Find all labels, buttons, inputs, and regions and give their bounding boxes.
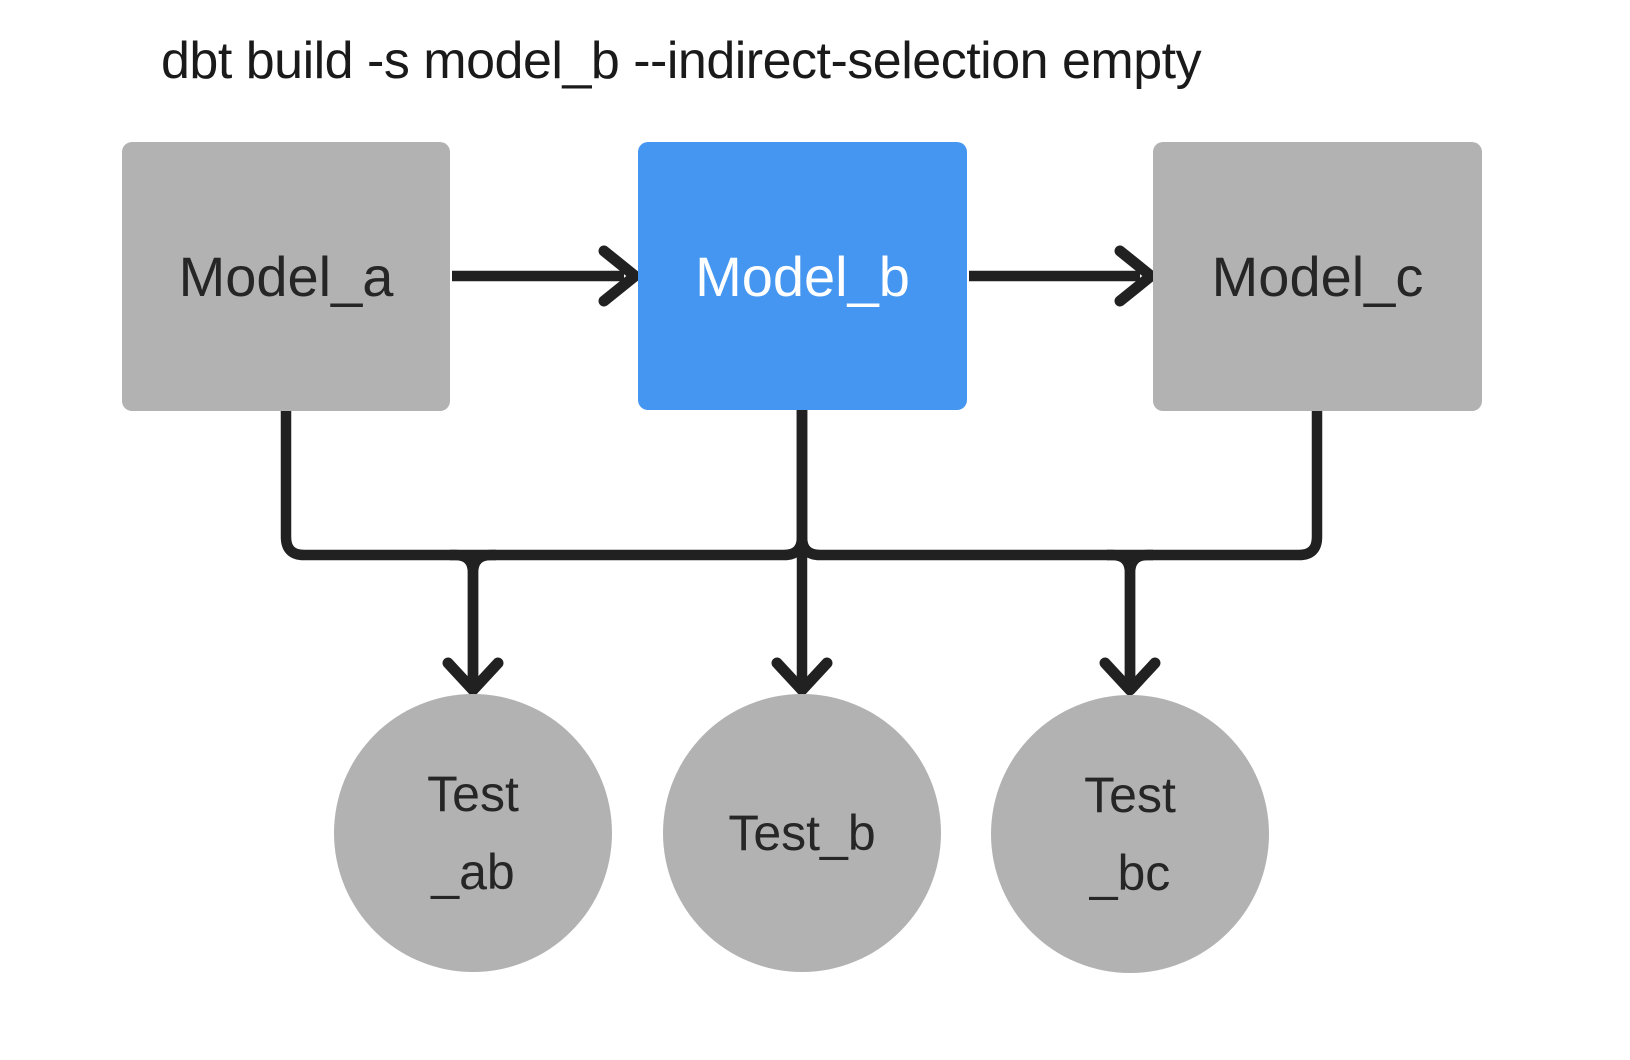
edge-model-c-to-test-bc: [1124, 408, 1323, 686]
test-label-line: Test: [1084, 767, 1176, 823]
node-model-c: Model_c: [1153, 142, 1482, 411]
node-model-b: Model_b: [638, 142, 967, 410]
node-label: Model_a: [178, 245, 394, 308]
arrowhead-right-icon: [598, 245, 641, 307]
test-label-line: Test: [427, 766, 519, 822]
test-label-line: _bc: [1089, 845, 1171, 901]
arrowhead-down-icon: [1099, 657, 1161, 696]
node-test-b: Test_b: [663, 694, 941, 972]
edge-model-a-to-test-ab: [280, 408, 479, 686]
edge-model-b-to-test-bc: [796, 408, 1136, 686]
test-label-line: _ab: [431, 844, 515, 900]
node-model-a: Model_a: [122, 142, 450, 411]
node-test-ab: Test _ab: [334, 694, 612, 972]
node-label: Model_c: [1211, 245, 1424, 308]
test-label-line: Test_b: [728, 805, 876, 861]
arrowhead-down-icon: [442, 657, 504, 696]
arrowhead-right-icon: [1114, 245, 1157, 307]
node-test-bc: Test _bc: [991, 695, 1269, 973]
edge-model-b-to-test-ab: [467, 408, 808, 686]
command-title: dbt build -s model_b --indirect-selectio…: [161, 32, 1202, 90]
arrowhead-down-icon: [771, 657, 833, 696]
node-label: Model_b: [695, 244, 910, 308]
